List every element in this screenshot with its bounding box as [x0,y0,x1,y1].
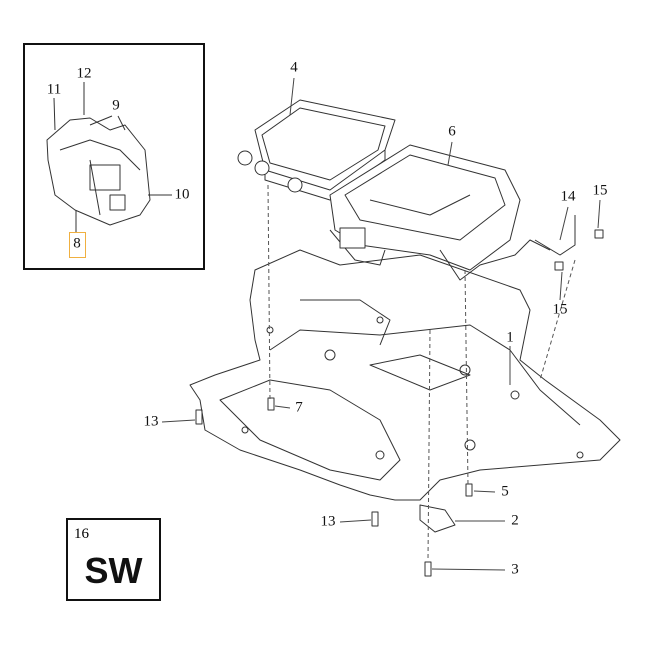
inset-component-drawing [46,82,172,232]
sw-box-number: 16 [74,526,89,542]
leader-lines [161,77,601,571]
sw-box-code: SW [84,550,143,591]
highlight-box-8 [69,232,86,258]
fasteners [195,397,473,577]
callout-9[interactable]: 9 [112,97,120,114]
callout-6[interactable]: 6 [448,123,456,140]
callout-3[interactable]: 3 [511,561,519,578]
callout-10[interactable]: 10 [174,186,190,203]
assembly-lines [267,184,576,561]
callout-11[interactable]: 11 [46,81,62,98]
callout-12[interactable]: 12 [76,65,92,82]
callout-1[interactable]: 1 [506,329,514,346]
callout-5[interactable]: 5 [501,483,509,500]
part-1-plate [189,249,621,501]
sw-variant-box: 16 SW [66,518,161,601]
callout-4[interactable]: 4 [290,59,298,76]
part-6-inverter [329,144,604,281]
callout-7[interactable]: 7 [295,399,303,416]
part-4-module [237,99,396,201]
callout-13-bottom[interactable]: 13 [320,513,336,530]
callout-15-top[interactable]: 15 [592,182,608,199]
callout-2[interactable]: 2 [511,512,519,529]
callout-13-left[interactable]: 13 [143,413,159,430]
callout-15-bottom[interactable]: 15 [552,301,568,318]
inset-detail-box [23,43,205,270]
callout-8[interactable]: 8 [73,235,81,252]
callout-14[interactable]: 14 [560,188,576,205]
